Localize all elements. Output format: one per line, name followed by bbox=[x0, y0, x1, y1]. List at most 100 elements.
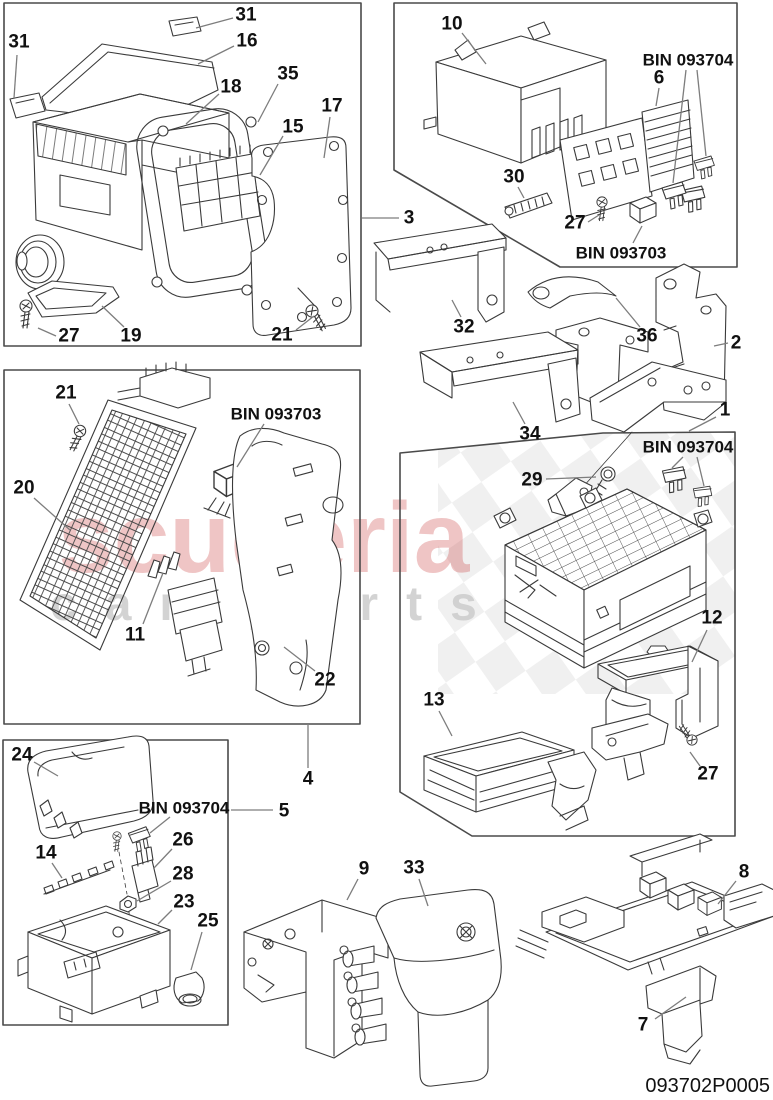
fusebox-assembly-group-3 bbox=[9, 16, 352, 336]
part-callout: 8 bbox=[739, 862, 750, 883]
bin-callout: BIN 093703 bbox=[576, 244, 667, 263]
leader-line bbox=[33, 497, 71, 531]
part-callout: 1 bbox=[720, 400, 731, 421]
leader-line bbox=[438, 710, 453, 737]
bin-callout: BIN 093704 bbox=[643, 51, 734, 70]
leader-line bbox=[33, 761, 59, 777]
part-callout: 16 bbox=[236, 31, 257, 52]
grille-panel-group-4 bbox=[19, 361, 344, 707]
leader-line bbox=[691, 629, 708, 663]
leader-line bbox=[587, 214, 600, 223]
housing-group-5 bbox=[17, 735, 205, 1023]
part-callout: 34 bbox=[519, 424, 541, 445]
part-callout: 13 bbox=[423, 690, 444, 711]
leader-line bbox=[185, 93, 220, 125]
leader-line bbox=[101, 305, 125, 328]
leader-line bbox=[236, 423, 265, 468]
fuse-panel bbox=[559, 117, 653, 221]
frame-group-4 bbox=[3, 369, 361, 725]
leader-line bbox=[195, 17, 234, 29]
bracket-panel-22 bbox=[231, 427, 342, 707]
leader-line bbox=[13, 54, 18, 99]
leader-line bbox=[136, 880, 172, 902]
leader-line bbox=[545, 476, 597, 480]
part-callout: 17 bbox=[321, 96, 342, 117]
leader-line bbox=[713, 342, 729, 347]
cover-24 bbox=[27, 735, 154, 839]
leader-line bbox=[461, 32, 487, 65]
part-callout: 23 bbox=[173, 892, 194, 913]
screw-e bbox=[112, 831, 122, 852]
frame-group-3 bbox=[3, 2, 362, 347]
part-callout: 20 bbox=[13, 478, 34, 499]
leader-line bbox=[418, 878, 429, 907]
mounting-plate-17 bbox=[250, 136, 352, 336]
leader-line bbox=[257, 83, 279, 123]
part-callout: 6 bbox=[654, 68, 665, 89]
bracket-7 bbox=[645, 965, 717, 1053]
leader-line bbox=[717, 880, 737, 905]
part-callout: 27 bbox=[697, 764, 718, 785]
part-callout: 35 bbox=[277, 64, 299, 85]
part-callout: 5 bbox=[279, 801, 290, 822]
part-callout: 26 bbox=[172, 830, 193, 851]
relay-block-6 bbox=[641, 99, 695, 193]
cover-33 bbox=[375, 888, 502, 1087]
bracket-36 bbox=[527, 276, 617, 309]
grommet-25 bbox=[173, 971, 205, 1004]
part-callout: 25 bbox=[197, 911, 219, 932]
leader-line bbox=[37, 327, 57, 337]
leader-line bbox=[517, 186, 525, 199]
part-callout: 4 bbox=[303, 769, 314, 790]
leader-line bbox=[672, 69, 687, 184]
leader-line bbox=[190, 931, 203, 971]
part-callout: 27 bbox=[58, 326, 79, 347]
leader-line bbox=[283, 646, 316, 672]
leader-line bbox=[696, 69, 707, 157]
leader-line bbox=[655, 87, 660, 107]
connector-block bbox=[723, 883, 773, 929]
leader-line bbox=[323, 116, 331, 159]
part-callout: 29 bbox=[521, 470, 542, 491]
mini-fuse bbox=[693, 155, 715, 180]
part-callout: 30 bbox=[503, 167, 524, 188]
leader-line bbox=[149, 816, 171, 834]
part-callout: 7 bbox=[638, 1015, 649, 1036]
holder-26 bbox=[131, 859, 159, 894]
leader-line bbox=[157, 909, 173, 925]
leader-line bbox=[295, 315, 315, 331]
part-callout: 9 bbox=[359, 859, 370, 880]
fusebox-8-group bbox=[515, 833, 773, 1065]
part-callout: 32 bbox=[453, 317, 474, 338]
leader-line bbox=[51, 862, 63, 879]
leader-line bbox=[68, 403, 80, 425]
bracket-group-center bbox=[373, 223, 727, 433]
part-callout: 27 bbox=[564, 213, 585, 234]
grille-20 bbox=[19, 399, 197, 651]
leader-line bbox=[654, 996, 687, 1020]
small-bracket bbox=[591, 713, 669, 761]
part-callout: 28 bbox=[172, 864, 193, 885]
leader-line bbox=[197, 45, 235, 65]
leader-line bbox=[451, 299, 462, 318]
part-callout: 31 bbox=[235, 5, 257, 26]
part-callout: 18 bbox=[220, 77, 241, 98]
bin-callout: BIN 093704 bbox=[643, 438, 734, 457]
part-callout: 36 bbox=[636, 326, 657, 347]
leader-line bbox=[688, 416, 717, 432]
leader-line bbox=[671, 456, 684, 469]
mini-fuse-e bbox=[127, 825, 152, 853]
part-callout: 2 bbox=[731, 333, 742, 354]
part-callout: 15 bbox=[282, 117, 304, 138]
part-callout: 22 bbox=[314, 670, 335, 691]
frame-group-1 bbox=[399, 431, 736, 837]
part-callout: 12 bbox=[701, 608, 722, 629]
leader-line bbox=[696, 456, 705, 487]
bin-callout: BIN 093703 bbox=[231, 405, 322, 424]
leader-line bbox=[153, 848, 173, 869]
leader-line bbox=[512, 401, 526, 425]
diagram-code: 093702P0005 bbox=[645, 1075, 770, 1097]
bin-callout: BIN 093704 bbox=[139, 799, 230, 818]
